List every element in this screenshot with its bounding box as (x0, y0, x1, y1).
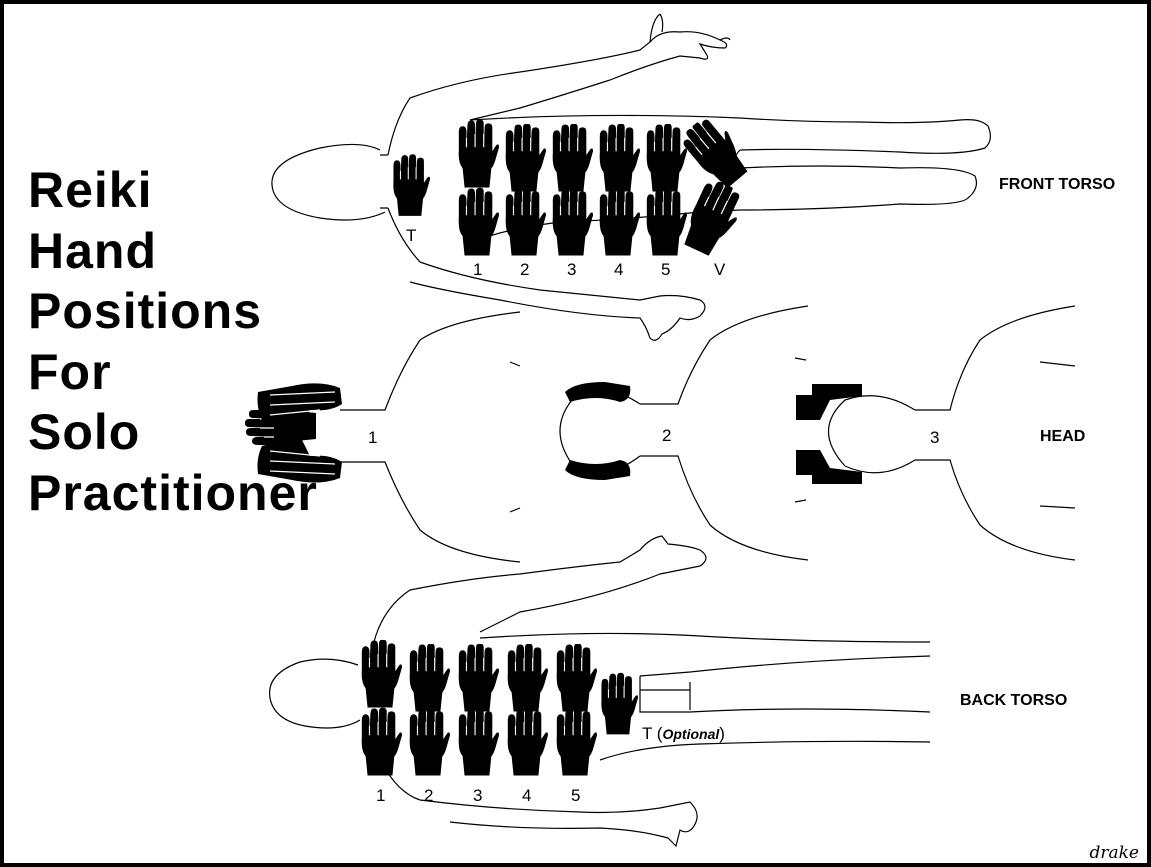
head-pos-2: 2 (662, 426, 671, 446)
front-t-label: T (406, 226, 416, 246)
back-pos-1: 1 (376, 786, 385, 806)
head-figure-1 (340, 312, 520, 562)
title-line-4: For (28, 342, 318, 403)
front-pos-2: 2 (520, 260, 529, 280)
front-pos-3: 3 (567, 260, 576, 280)
back-pos-4: 4 (522, 786, 531, 806)
head-pos-1: 1 (368, 428, 377, 448)
back-hand-1-lower (362, 708, 402, 776)
front-hand-2-upper (506, 124, 546, 192)
head-figure-2 (560, 306, 808, 560)
front-torso-label: FRONT TORSO (999, 176, 1115, 194)
front-hand-3-lower (553, 188, 593, 256)
back-torso-label: BACK TORSO (960, 692, 1067, 710)
head3-hand-lower (796, 450, 862, 484)
back-pos-3: 3 (473, 786, 482, 806)
front-hand-1-upper (459, 120, 499, 188)
front-pos-5: 5 (661, 260, 670, 280)
head2-hand-lower (565, 460, 630, 480)
back-hand-5-lower (557, 708, 597, 776)
back-pos-5: 5 (571, 786, 580, 806)
front-hand-3-upper (553, 124, 593, 192)
back-hand-2-upper (410, 644, 450, 712)
front-hand-v-upper (677, 111, 755, 192)
back-hand-t (601, 673, 638, 735)
artist-signature: drake (1089, 843, 1139, 863)
back-t-label: T (Optional) (642, 724, 725, 744)
head2-hand-upper (565, 382, 630, 402)
title-line-6: Practitioner (28, 463, 318, 524)
front-hand-5-upper (647, 124, 687, 192)
back-pos-2: 2 (424, 786, 433, 806)
title-line-3: Positions (28, 281, 318, 342)
title-line-2: Hand (28, 221, 318, 282)
back-t-optional: Optional (662, 726, 719, 742)
back-hand-1-upper (362, 640, 402, 708)
back-hand-3-lower (459, 708, 499, 776)
head-figure-3 (829, 306, 1076, 560)
front-hand-v-lower (679, 176, 749, 261)
head-label: HEAD (1040, 428, 1085, 446)
front-pos-v: V (714, 260, 725, 280)
title-line-5: Solo (28, 402, 318, 463)
back-hand-3-upper (459, 644, 499, 712)
front-hand-4-upper (600, 124, 640, 192)
diagram-title: Reiki Hand Positions For Solo Practition… (28, 160, 318, 523)
back-hand-5-upper (557, 644, 597, 712)
front-pos-1: 1 (473, 260, 482, 280)
title-line-1: Reiki (28, 160, 318, 221)
back-hand-4-lower (508, 708, 548, 776)
front-hand-4-lower (600, 188, 640, 256)
back-hand-4-upper (508, 644, 548, 712)
front-hand-t (393, 154, 430, 216)
front-hand-1-lower (459, 188, 499, 256)
front-hand-5-lower (647, 188, 687, 256)
head-pos-3: 3 (930, 428, 939, 448)
front-hand-2-lower (506, 188, 546, 256)
head3-hand-upper (796, 384, 862, 420)
back-t-letter: T (642, 724, 652, 743)
front-pos-4: 4 (614, 260, 623, 280)
back-hand-2-lower (410, 708, 450, 776)
